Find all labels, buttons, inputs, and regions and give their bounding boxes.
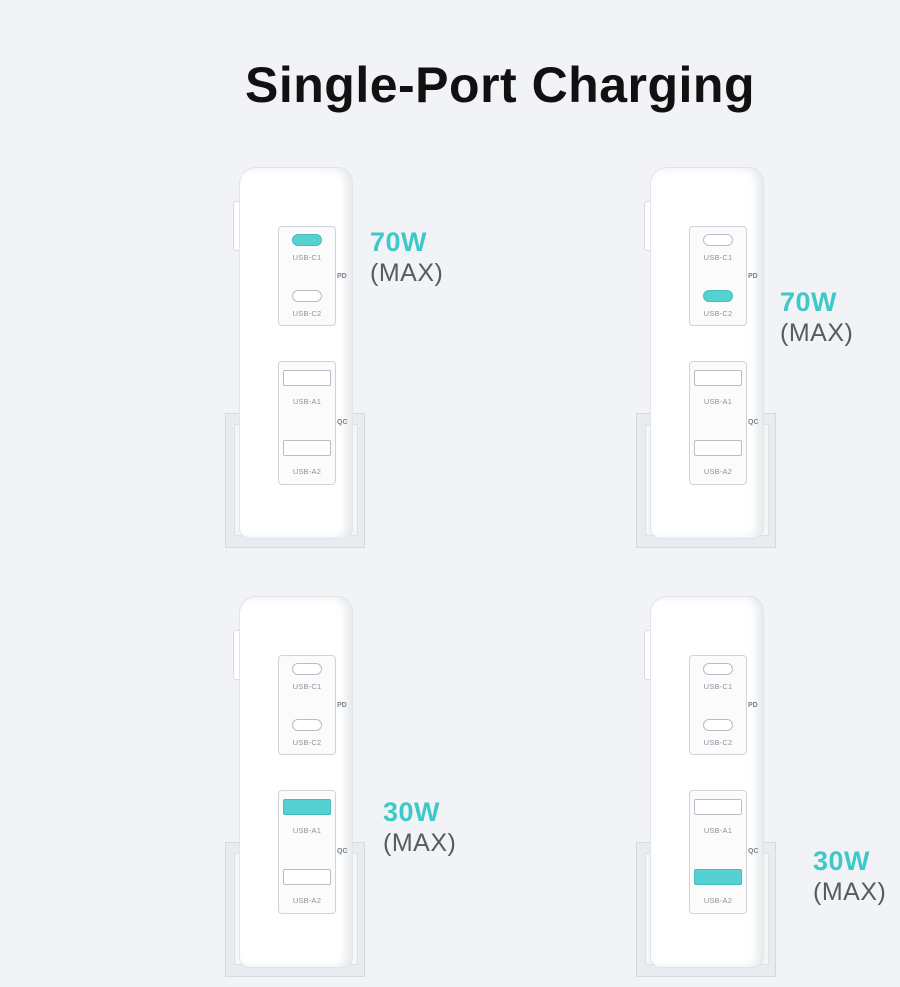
qc-port-group: USB-A1 USB-A2 bbox=[689, 361, 747, 485]
usb-c1-label: USB-C1 bbox=[292, 253, 322, 262]
watt-value: 70W bbox=[780, 287, 838, 317]
max-label: (MAX) bbox=[370, 259, 444, 288]
max-label: (MAX) bbox=[780, 319, 854, 348]
pd-label: PD bbox=[748, 702, 758, 709]
qc-port-group: USB-A1 USB-A2 bbox=[278, 790, 336, 914]
qc-port-group: USB-A1 USB-A2 bbox=[278, 361, 336, 485]
usb-a1-port bbox=[283, 370, 331, 386]
pd-label: PD bbox=[748, 273, 758, 280]
usb-c1-port bbox=[703, 234, 733, 246]
power-rating-3: 30W (MAX) bbox=[383, 796, 456, 858]
usb-a2-port bbox=[283, 869, 331, 885]
usb-c1-label: USB-C1 bbox=[703, 682, 733, 691]
usb-a1-label: USB-A1 bbox=[292, 397, 322, 406]
charger-panel-3: USB-C1 USB-C2 PD USB-A1 USB-A2 QC bbox=[225, 597, 375, 987]
usb-a2-port bbox=[694, 869, 742, 885]
usb-c2-port bbox=[703, 719, 733, 731]
qc-port-group: USB-A1 USB-A2 bbox=[689, 790, 747, 914]
usb-a2-label: USB-A2 bbox=[292, 467, 322, 476]
pd-port-group: USB-C1 USB-C2 bbox=[689, 226, 747, 326]
pd-port-group: USB-C1 USB-C2 bbox=[278, 655, 336, 755]
usb-a1-label: USB-A1 bbox=[292, 826, 322, 835]
usb-a1-label: USB-A1 bbox=[703, 826, 733, 835]
usb-c2-port bbox=[292, 290, 322, 302]
usb-c1-port bbox=[703, 663, 733, 675]
qc-label: QC bbox=[748, 848, 759, 855]
charger-body: USB-C1 USB-C2 PD USB-A1 USB-A2 QC bbox=[651, 597, 763, 967]
power-rating-2: 70W (MAX) bbox=[780, 286, 853, 348]
charger-body: USB-C1 USB-C2 PD USB-A1 USB-A2 QC bbox=[651, 168, 763, 538]
pd-label: PD bbox=[337, 273, 347, 280]
max-label: (MAX) bbox=[383, 829, 457, 858]
usb-c1-port bbox=[292, 234, 322, 246]
page-title: Single-Port Charging bbox=[245, 57, 755, 113]
usb-c2-label: USB-C2 bbox=[292, 309, 322, 318]
usb-c1-label: USB-C1 bbox=[292, 682, 322, 691]
power-rating-4: 30W (MAX) bbox=[813, 845, 886, 907]
usb-a2-port bbox=[694, 440, 742, 456]
usb-c2-label: USB-C2 bbox=[703, 309, 733, 318]
watt-value: 30W bbox=[383, 797, 441, 827]
max-label: (MAX) bbox=[813, 878, 887, 907]
usb-a1-port bbox=[694, 370, 742, 386]
pd-label: PD bbox=[337, 702, 347, 709]
usb-a2-label: USB-A2 bbox=[292, 896, 322, 905]
charger-panel-2: USB-C1 USB-C2 PD USB-A1 USB-A2 QC bbox=[636, 168, 786, 558]
pd-port-group: USB-C1 USB-C2 bbox=[689, 655, 747, 755]
usb-a2-label: USB-A2 bbox=[703, 467, 733, 476]
pd-port-group: USB-C1 USB-C2 bbox=[278, 226, 336, 326]
usb-c2-label: USB-C2 bbox=[703, 738, 733, 747]
charger-body: USB-C1 USB-C2 PD USB-A1 USB-A2 QC bbox=[240, 168, 352, 538]
qc-label: QC bbox=[337, 419, 348, 426]
watt-value: 70W bbox=[370, 227, 428, 257]
usb-c1-label: USB-C1 bbox=[703, 253, 733, 262]
qc-label: QC bbox=[748, 419, 759, 426]
usb-a1-port bbox=[283, 799, 331, 815]
watt-value: 30W bbox=[813, 846, 871, 876]
usb-c2-label: USB-C2 bbox=[292, 738, 322, 747]
usb-c2-port bbox=[703, 290, 733, 302]
usb-a1-port bbox=[694, 799, 742, 815]
qc-label: QC bbox=[337, 848, 348, 855]
usb-a2-label: USB-A2 bbox=[703, 896, 733, 905]
usb-c2-port bbox=[292, 719, 322, 731]
power-rating-1: 70W (MAX) bbox=[370, 226, 443, 288]
usb-a1-label: USB-A1 bbox=[703, 397, 733, 406]
charger-panel-4: USB-C1 USB-C2 PD USB-A1 USB-A2 QC bbox=[636, 597, 786, 987]
charger-panel-1: USB-C1 USB-C2 PD USB-A1 USB-A2 QC bbox=[225, 168, 375, 558]
usb-c1-port bbox=[292, 663, 322, 675]
usb-a2-port bbox=[283, 440, 331, 456]
charger-body: USB-C1 USB-C2 PD USB-A1 USB-A2 QC bbox=[240, 597, 352, 967]
